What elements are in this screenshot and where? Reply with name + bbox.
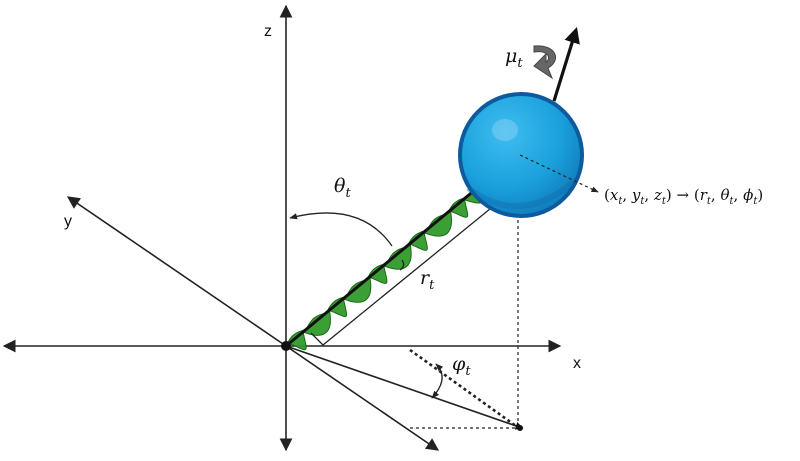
curved-arrow-icon — [533, 45, 557, 80]
x-axis-label: x — [573, 355, 581, 372]
theta-angle-arc — [289, 212, 393, 247]
xy-projection-vector — [285, 345, 524, 430]
coordinate-pointer — [519, 154, 599, 193]
coordinate-mapping-label: (xt, yt, zt) → (rt, θt, ϕt) — [604, 186, 763, 207]
r-bracket-tick — [399, 259, 405, 271]
y-axis-negative — [285, 345, 440, 451]
mu-label: μt — [505, 45, 523, 71]
projection-direction-line — [409, 348, 517, 428]
y-axis-label: y — [64, 213, 72, 230]
r-length-bracket — [310, 179, 513, 346]
moment-vector — [552, 26, 580, 102]
phi-angle-arc — [431, 363, 444, 399]
y-axis — [66, 196, 287, 347]
projection-point — [517, 425, 523, 431]
theta-label: θt — [334, 175, 351, 201]
r-label: rt — [420, 267, 435, 293]
phi-label: φt — [452, 353, 471, 379]
origin-point — [281, 341, 291, 351]
z-axis-label: z — [264, 23, 272, 40]
